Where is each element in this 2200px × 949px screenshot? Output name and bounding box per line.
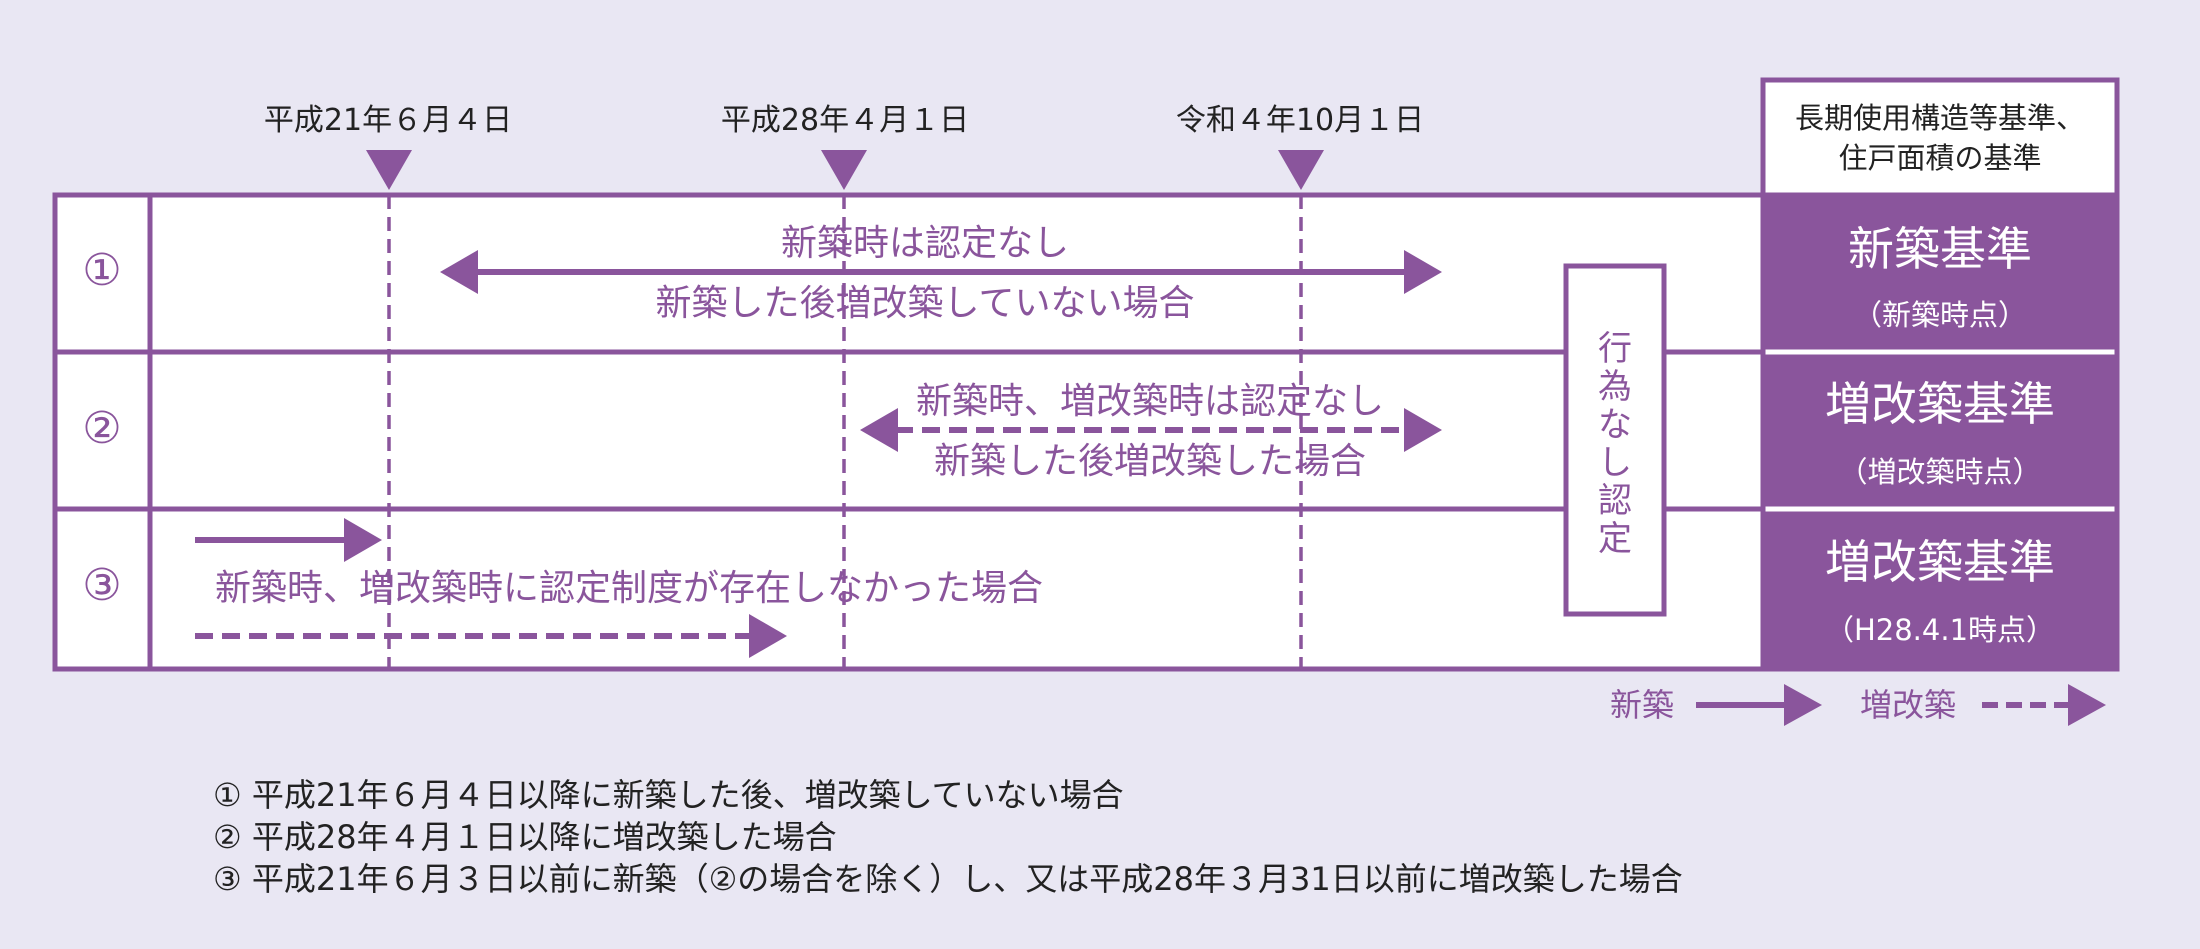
no-action-char-2: 為 bbox=[1598, 367, 1632, 407]
no-action-char-6: 定 bbox=[1598, 519, 1632, 559]
row-number-1: ① bbox=[82, 245, 121, 296]
row2-arrow-head-right bbox=[1404, 408, 1442, 452]
standard-2-title: 増改築基準 bbox=[1825, 377, 2055, 431]
standard-header-line2: 住戸面積の基準 bbox=[1838, 141, 2041, 175]
row1-arrow-head-left bbox=[440, 250, 478, 294]
row3-solid-arrow-head bbox=[344, 518, 382, 562]
row3-dashed-arrow-head bbox=[749, 614, 787, 658]
no-action-char-4: し bbox=[1598, 443, 1632, 483]
legend-extension-label: 増改築 bbox=[1860, 686, 1956, 724]
standard-header-box bbox=[1760, 77, 2120, 198]
no-action-char-3: な bbox=[1598, 405, 1632, 445]
row2-arrow-bottom-text: 新築した後増改築した場合 bbox=[934, 441, 1366, 482]
row1-arrow-head-right bbox=[1404, 250, 1442, 294]
table-border bbox=[52, 192, 2120, 672]
row2-arrow-top-text: 新築時、増改築時は認定なし bbox=[916, 381, 1384, 422]
note-3: ③ 平成21年６月３日以前に新築（②の場合を除く）し、又は平成28年３月31日以… bbox=[213, 860, 1683, 898]
standard-1-title: 新築基準 bbox=[1848, 222, 2032, 276]
date-marker-3 bbox=[1278, 150, 1324, 190]
legend-new-build-label: 新築 bbox=[1610, 686, 1674, 724]
no-action-char-1: 行 bbox=[1598, 329, 1632, 369]
standard-3-title: 増改築基準 bbox=[1825, 535, 2055, 589]
date-label-3: 令和４年10月１日 bbox=[1176, 103, 1424, 138]
standard-1-sub: （新築時点） bbox=[1853, 298, 2027, 332]
standard-2-sub: （増改築時点） bbox=[1838, 455, 2041, 489]
note-2: ② 平成28年４月１日以降に増改築した場合 bbox=[213, 818, 837, 856]
row2-arrow-head-left bbox=[860, 408, 898, 452]
no-action-box bbox=[1563, 263, 1667, 617]
note-1: ① 平成21年６月４日以降に新築した後、増改築していない場合 bbox=[213, 776, 1124, 814]
no-action-char-5: 認 bbox=[1598, 481, 1632, 521]
row1-arrow-bottom-text: 新築した後増改築していない場合 bbox=[656, 283, 1195, 324]
row-number-2: ② bbox=[82, 403, 121, 454]
row-number-3: ③ bbox=[82, 560, 121, 611]
date-marker-2 bbox=[821, 150, 867, 190]
date-marker-1 bbox=[366, 150, 412, 190]
date-label-2: 平成28年４月１日 bbox=[721, 103, 969, 138]
row3-arrow-text: 新築時、増改築時に認定制度が存在しなかった場合 bbox=[215, 568, 1043, 609]
standard-3-sub: （H28.4.1時点） bbox=[1825, 613, 2055, 647]
standard-column bbox=[1763, 195, 2117, 669]
date-label-1: 平成21年６月４日 bbox=[264, 103, 512, 138]
standard-header-line1: 長期使用構造等基準、 bbox=[1795, 101, 2085, 135]
legend-new-build-arrow-head bbox=[1784, 684, 1822, 726]
legend-extension-arrow-head bbox=[2068, 684, 2106, 726]
row1-arrow-top-text: 新築時は認定なし bbox=[781, 223, 1069, 264]
